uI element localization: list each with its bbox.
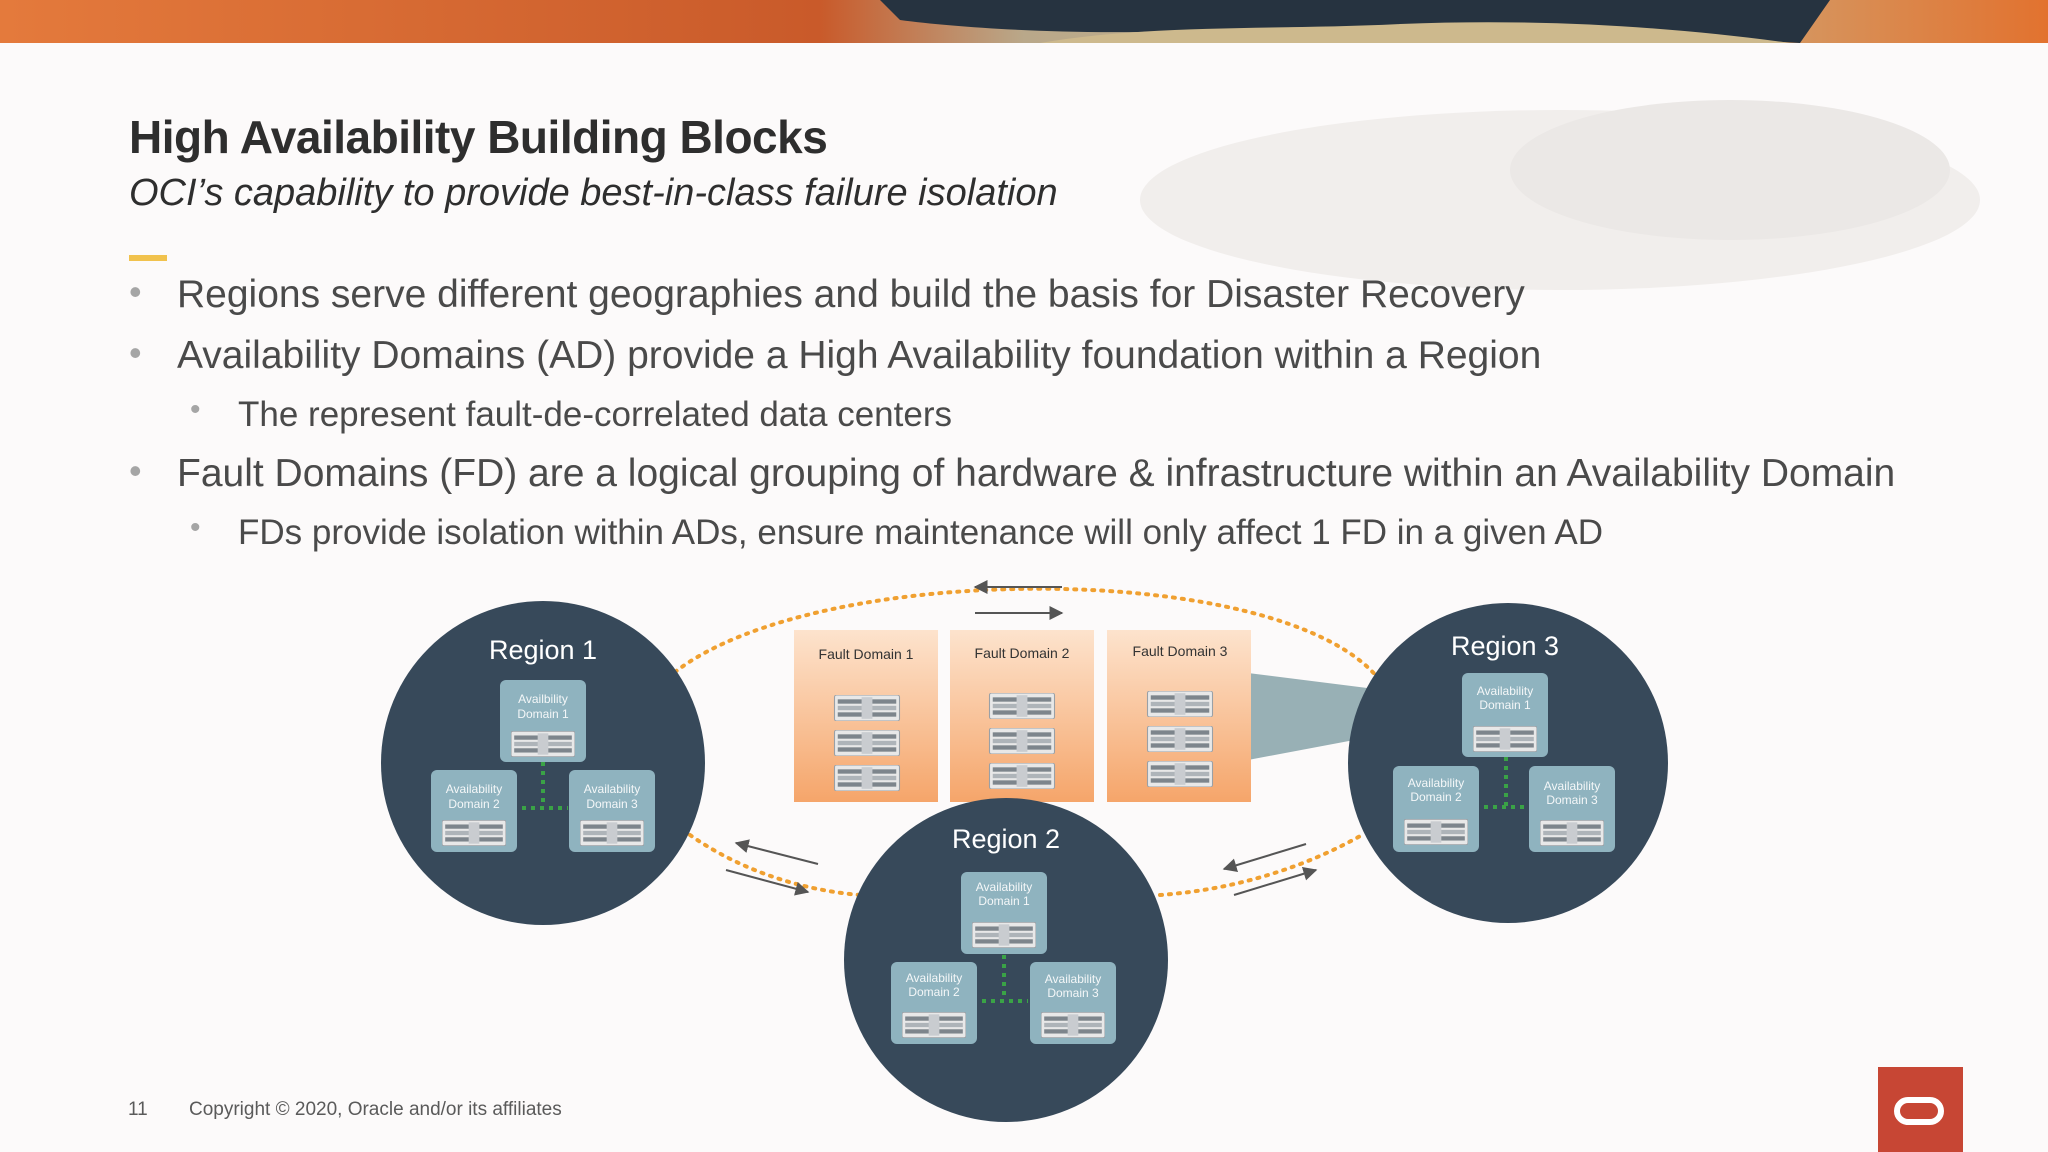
ad-label: Domain 3 (586, 797, 638, 811)
ad-label: Domain 2 (908, 985, 960, 999)
region-1: Region 1 Availbility Domain 1 Availabili… (381, 601, 705, 925)
region-label: Region 1 (489, 635, 597, 665)
server-rack-icon (580, 820, 644, 846)
bullet-text: Availability Domains (AD) provide a High… (177, 334, 1542, 377)
availability-domain: Availability Domain 2 (891, 962, 977, 1044)
ad-label: Domain 2 (448, 797, 500, 811)
ad-label: Domain 1 (517, 707, 569, 721)
server-rack-icon (1404, 819, 1468, 845)
bullet-dot: • (190, 393, 201, 426)
bullet-text: The represent fault-de-correlated data c… (238, 395, 952, 434)
server-rack-icon (833, 691, 1214, 791)
fault-domain-label: Fault Domain 2 (975, 645, 1070, 661)
accent-bar (129, 255, 167, 261)
availability-domain: Availability Domain 3 (569, 770, 655, 852)
ad-label: Availability (976, 880, 1032, 894)
availability-domain: Availability Domain 2 (431, 770, 517, 852)
region-2: Region 2 Availability Domain 1 Availabil… (844, 798, 1168, 1122)
bullet-item: • Availability Domains (AD) provide a Hi… (129, 332, 1542, 378)
availability-domain: Availbility Domain 1 (500, 680, 586, 762)
ad-label: Domain 1 (1479, 698, 1531, 712)
bullet-dot: • (129, 332, 142, 373)
bullet-dot: • (129, 271, 142, 312)
availability-domain: Availability Domain 1 (961, 872, 1047, 954)
bullet-item: • Regions serve different geographies an… (129, 271, 1525, 317)
bullet-text: Regions serve different geographies and … (177, 273, 1525, 316)
fault-domain-label: Fault Domain 3 (1133, 643, 1228, 659)
oracle-logo (1878, 1067, 1963, 1152)
bullet-item: • Fault Domains (FD) are a logical group… (129, 450, 1896, 496)
copyright-text: Copyright © 2020, Oracle and/or its affi… (189, 1099, 562, 1120)
server-rack-icon (972, 922, 1036, 948)
ad-label: Availability (1477, 684, 1533, 698)
arrow-icon (734, 839, 819, 865)
availability-domain: Availability Domain 1 (1462, 673, 1548, 757)
server-rack-icon (511, 731, 575, 757)
bullet-dot: • (190, 511, 201, 544)
sub-bullet-item: • The represent fault-de-correlated data… (190, 393, 952, 435)
arrow-icon (1222, 843, 1307, 873)
bullet-text: FDs provide isolation within ADs, ensure… (238, 513, 1604, 552)
decorative-texture (1140, 100, 1980, 290)
ad-label: Availability (1045, 972, 1101, 986)
region-link-left (688, 833, 862, 897)
bullet-text: Fault Domains (FD) are a logical groupin… (177, 452, 1896, 495)
ad-label: Availability (906, 971, 962, 985)
ad-label: Domain 3 (1546, 793, 1598, 807)
availability-domain: Availability Domain 2 (1393, 766, 1479, 852)
arrow-icon (1233, 866, 1318, 896)
bullet-dot: • (129, 450, 142, 491)
slide-title: High Availability Building Blocks (129, 111, 828, 163)
oracle-logo-ring (1894, 1097, 1944, 1125)
ad-label: Availability (584, 782, 640, 796)
region-3: Region 3 Availability Domain 1 Availabil… (1348, 603, 1668, 923)
region-label: Region 2 (952, 824, 1060, 854)
fault-domain-panel: Fault Domain 1 Fault Domain 2 Fault Doma… (794, 630, 1251, 802)
availability-domain: Availability Domain 3 (1030, 962, 1116, 1044)
ad-label: Availbility (518, 692, 568, 706)
fault-domain-label: Fault Domain 1 (819, 646, 914, 662)
ad-label: Domain 2 (1410, 790, 1462, 804)
arrow-icon (725, 869, 810, 896)
server-rack-icon (902, 1012, 966, 1038)
server-rack-icon (1041, 1012, 1105, 1038)
ad-label: Domain 1 (978, 894, 1030, 908)
ad-label: Domain 3 (1047, 986, 1099, 1000)
availability-domain: Availability Domain 3 (1529, 766, 1615, 852)
region-link-top (673, 586, 1380, 680)
ad-label: Availability (446, 782, 502, 796)
slide-subtitle: OCI’s capability to provide best-in-clas… (129, 172, 1058, 214)
ad-label: Availability (1544, 779, 1600, 793)
server-rack-icon (442, 820, 506, 846)
page-number: 11 (128, 1099, 148, 1120)
region-label: Region 3 (1451, 631, 1559, 661)
ad-label: Availability (1408, 776, 1464, 790)
sub-bullet-item: • FDs provide isolation within ADs, ensu… (190, 511, 1604, 553)
region-link-right (1158, 833, 1364, 897)
top-banner (0, 0, 2048, 43)
server-rack-icon (1473, 726, 1537, 752)
server-rack-icon (1540, 820, 1604, 846)
